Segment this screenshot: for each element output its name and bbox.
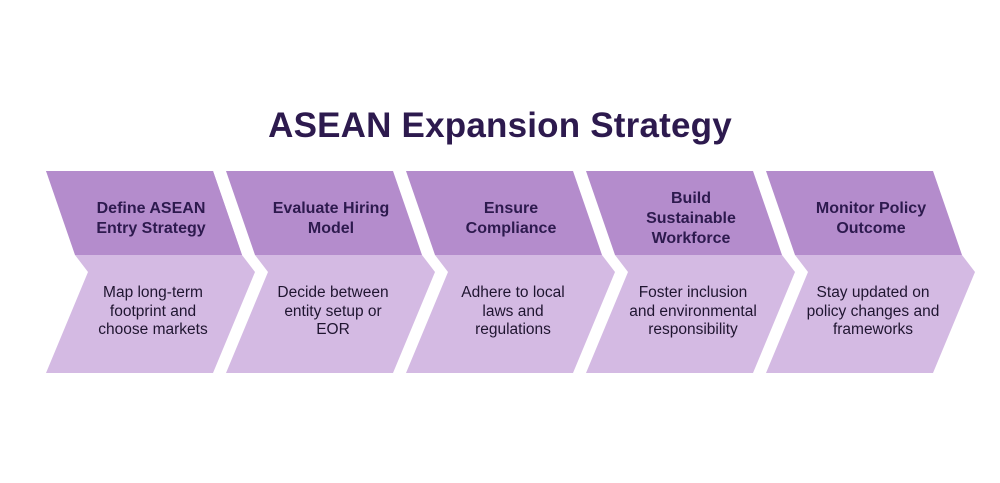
process-step-3: Ensure Compliance Adhere to local laws a… [406, 171, 616, 374]
process-step-1: Define ASEAN Entry Strategy Map long-ter… [46, 171, 256, 374]
process-step-5: Monitor Policy Outcome Stay updated on p… [766, 171, 976, 374]
step-heading: Build Sustainable Workforce [646, 190, 736, 247]
step-heading: Monitor Policy Outcome [815, 200, 927, 237]
chevron-shape [586, 171, 795, 373]
process-step-4: Build Sustainable Workforce Foster inclu… [586, 171, 796, 374]
step-heading: Ensure Compliance [465, 200, 557, 237]
step-description: Decide between entity setup or EOR [277, 284, 389, 339]
chevron-shape [766, 171, 975, 373]
step-description: Adhere to local laws and regulations [461, 284, 565, 339]
step-description: Stay updated on policy changes and frame… [806, 284, 940, 339]
process-step-2: Evaluate Hiring Model Decide between ent… [226, 171, 436, 374]
chevron-shape [406, 171, 615, 373]
step-description: Foster inclusion and environmental respo… [629, 284, 757, 339]
diagram-title: ASEAN Expansion Strategy [268, 106, 732, 145]
step-heading: Define ASEAN Entry Strategy [96, 200, 206, 237]
step-description: Map long-term footprint and choose marke… [98, 284, 208, 339]
step-heading: Evaluate Hiring Model [272, 200, 390, 237]
chevron-shape [46, 171, 255, 373]
chevron-shape [226, 171, 435, 373]
